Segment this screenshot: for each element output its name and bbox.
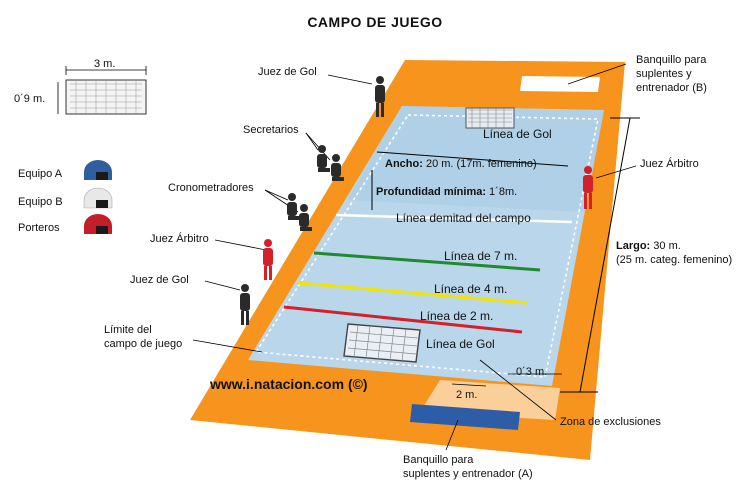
largo-key: Largo: — [616, 240, 651, 252]
largo-value: 30 m. — [650, 240, 681, 252]
legend-team-b: Equipo B — [18, 196, 63, 208]
label-limite-line2: campo de juego — [104, 338, 183, 350]
label-cronometradores: Cronometradores — [168, 182, 254, 194]
cap-icon-team-b — [83, 187, 113, 209]
ancho-value: 20 m. (17m. femenino) — [422, 158, 537, 170]
label-limite-line1: Límite del — [104, 324, 152, 336]
label-linea-gol-top: Línea de Gol — [483, 127, 552, 141]
label-banquillo-b-line3: entrenador (B) — [636, 82, 707, 94]
website-watermark: www.i.natacion.com (©) — [210, 376, 368, 392]
label-linea-mitad: Línea demitad del campo — [396, 211, 531, 225]
legend-goalkeepers: Porteros — [18, 222, 60, 234]
label-dist-03: 0´3 m. — [516, 366, 548, 378]
label-linea-2: Línea de 2 m. — [420, 309, 494, 323]
label-banquillo-a-line2: suplentes y entrenador (A) — [403, 468, 533, 480]
goal-dimensions-illustration — [57, 66, 147, 115]
label-secretarios: Secretarios — [243, 124, 299, 136]
label-banquillo-b-line2: suplentes y — [636, 68, 692, 80]
line-2m — [283, 305, 523, 334]
length-arrow — [579, 117, 631, 393]
label-largo: Largo: 30 m. — [616, 240, 681, 253]
referee-right — [583, 166, 593, 209]
label-linea-4: Línea de 4 m. — [434, 282, 508, 296]
label-banquillo-b-line1: Banquillo para — [636, 54, 707, 66]
label-largo-sub: (25 m. categ. femenino) — [616, 254, 733, 266]
line-4m — [297, 281, 529, 305]
label-linea-7: Línea de 7 m. — [444, 249, 518, 263]
label-juez-gol-top: Juez de Gol — [258, 66, 317, 78]
cap-icon-goalkeeper — [84, 214, 112, 234]
goal-judge-bottom — [240, 284, 250, 325]
field-boundary — [254, 114, 599, 378]
label-juez-arbitro-right: Juez Árbitro — [640, 158, 699, 170]
label-juez-gol-bottom: Juez de Gol — [130, 274, 189, 286]
goal-judge-top — [375, 76, 385, 117]
cap-icon-team-a — [84, 160, 112, 180]
referee-left — [263, 239, 273, 280]
dist-2-marker — [451, 383, 487, 387]
timekeepers — [287, 193, 312, 231]
goal-width-label: 3 m. — [94, 58, 116, 70]
profundidad-key: Profundidad mínima: — [376, 186, 486, 198]
label-profundidad: Profundidad mínima: 1´8m. — [376, 186, 517, 199]
leader-lines — [192, 63, 637, 451]
line-7m — [313, 251, 541, 272]
page-title: CAMPO DE JUEGO — [307, 14, 443, 30]
profundidad-value: 1´8m. — [486, 186, 518, 198]
legend-team-a: Equipo A — [18, 168, 63, 180]
label-juez-arbitro-left: Juez Árbitro — [150, 233, 209, 245]
label-zona-exclusiones: Zona de exclusiones — [560, 416, 661, 428]
label-dist-2: 2 m. — [456, 389, 478, 401]
secretaries — [317, 145, 344, 181]
label-linea-gol-bottom: Línea de Gol — [426, 337, 495, 351]
ancho-key: Ancho: — [385, 158, 423, 170]
goal-height-label: 0´9 m. — [14, 93, 46, 105]
bench-b — [520, 76, 600, 92]
label-banquillo-a-line1: Banquillo para — [403, 454, 474, 466]
goal-top — [465, 107, 515, 129]
label-ancho: Ancho: 20 m. (17m. femenino) — [385, 158, 537, 171]
halfway-line — [335, 213, 573, 224]
width-arrow — [376, 151, 569, 167]
goal-bottom — [343, 323, 421, 363]
bench-a — [410, 404, 520, 430]
